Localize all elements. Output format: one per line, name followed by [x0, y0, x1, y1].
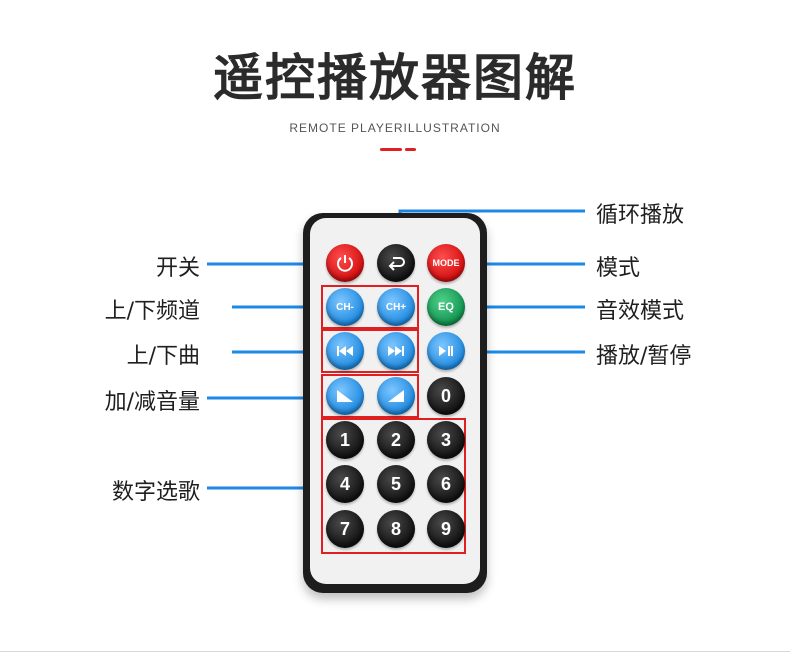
- digit-label: 2: [390, 429, 401, 450]
- label-repeat: 循环播放: [596, 203, 685, 228]
- mode-button[interactable]: MODE: [427, 244, 465, 282]
- digit-label: 4: [339, 473, 350, 494]
- label-channel: 上/下频道: [104, 299, 200, 324]
- volume-down-icon: [337, 390, 353, 402]
- digit-3-button[interactable]: 3: [427, 421, 465, 459]
- mode-button-label: MODE: [432, 258, 460, 268]
- digit-7-button[interactable]: 7: [326, 510, 364, 548]
- label-volume: 加/减音量: [104, 390, 200, 415]
- page-title: 遥控播放器图解: [213, 49, 577, 107]
- number-group-box: [321, 418, 466, 554]
- eq-button-label: EQ: [438, 301, 454, 313]
- volume-group-box: [321, 374, 419, 418]
- next-track-button[interactable]: [377, 332, 415, 370]
- volume-up-icon: [388, 390, 404, 402]
- label-mode: 模式: [596, 256, 641, 281]
- previous-track-button[interactable]: [326, 332, 364, 370]
- digit-label: 7: [339, 518, 350, 539]
- digit-9-button[interactable]: 9: [427, 510, 465, 548]
- next-track-icon: [388, 346, 404, 356]
- digit-5-button[interactable]: 5: [377, 465, 415, 503]
- volume-down-button[interactable]: [326, 377, 364, 415]
- label-number-select: 数字选歌: [111, 480, 200, 505]
- digit-8-button[interactable]: 8: [377, 510, 415, 548]
- accent-bar-left: [380, 148, 402, 151]
- previous-track-icon: [337, 346, 353, 356]
- return-arrow-icon: [388, 257, 405, 271]
- digit-0-button[interactable]: 0: [427, 377, 465, 415]
- track-group-box: [321, 329, 419, 373]
- page-subtitle: REMOTE PLAYERILLUSTRATION: [289, 121, 501, 135]
- digit-6-button[interactable]: 6: [427, 465, 465, 503]
- bottom-divider: [0, 651, 790, 652]
- digit-label: 5: [390, 473, 401, 494]
- digit-label: 8: [390, 518, 401, 539]
- label-power: 开关: [155, 256, 200, 281]
- power-icon: [337, 255, 353, 272]
- digit-label: 9: [440, 518, 451, 539]
- channel-group-box: [321, 285, 419, 329]
- label-eq-mode: 音效模式: [596, 299, 685, 324]
- digit-label: 3: [440, 429, 451, 450]
- volume-up-button[interactable]: [377, 377, 415, 415]
- channel-down-label: CH-: [336, 301, 354, 313]
- channel-up-button[interactable]: CH+: [377, 288, 415, 326]
- play-pause-button[interactable]: [427, 332, 465, 370]
- eq-button[interactable]: EQ: [427, 288, 465, 326]
- channel-down-button[interactable]: CH-: [326, 288, 364, 326]
- label-track: 上/下曲: [126, 344, 200, 369]
- label-play-pause: 播放/暂停: [596, 344, 692, 369]
- digit-4-button[interactable]: 4: [326, 465, 364, 503]
- accent-bar-right: [405, 148, 416, 151]
- return-button[interactable]: [377, 244, 415, 282]
- play-pause-icon: [439, 346, 453, 356]
- digit-label: 1: [339, 429, 350, 450]
- power-button[interactable]: [326, 244, 364, 282]
- channel-up-label: CH+: [385, 301, 407, 313]
- digit-2-button[interactable]: 2: [377, 421, 415, 459]
- digit-1-button[interactable]: 1: [326, 421, 364, 459]
- digit-label: 6: [440, 473, 451, 494]
- digit-0-label: 0: [440, 385, 451, 406]
